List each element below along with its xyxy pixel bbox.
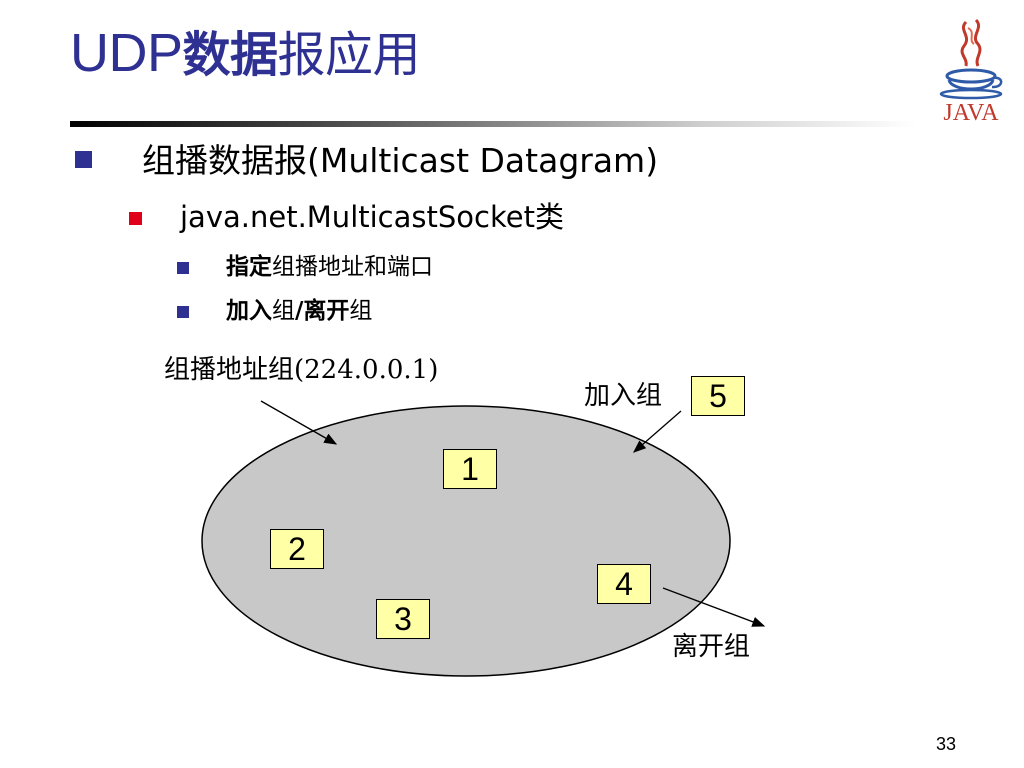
java-logo-text: JAVA	[943, 100, 999, 126]
node-2: 2	[270, 529, 324, 569]
node-5: 5	[691, 376, 745, 416]
node-1: 1	[443, 449, 497, 489]
node-3: 3	[376, 599, 430, 639]
bullet-l3b-slash: /	[295, 298, 304, 324]
bullet-l3b-mid: 组	[272, 298, 295, 324]
bullet-square-icon	[129, 212, 142, 225]
bullet-square-icon	[177, 262, 189, 274]
bullet-l3b-rest: 组	[349, 298, 373, 324]
bullet-square-icon	[177, 306, 189, 318]
bullet-square-icon	[75, 151, 92, 168]
title-latin: UDP	[70, 23, 183, 83]
join-arrow	[633, 410, 682, 453]
bullet-l3b-bold: 加入	[226, 298, 272, 324]
slide-title: UDP数据报应用	[70, 23, 421, 83]
bullet-l3a-bold: 指定	[226, 254, 272, 280]
bullet-l2-cn: 类	[534, 200, 564, 234]
bullet-l2-latin: java.net.MulticastSocket	[180, 200, 535, 234]
leave-group-label: 离开组	[672, 632, 751, 662]
bullet-l3b-bold2: 离开	[303, 298, 350, 324]
bullet-l1-latin: (Multicast Datagram)	[307, 141, 659, 180]
multicast-group-ellipse	[201, 405, 731, 677]
bullet-l1-cn: 组播数据报	[142, 141, 307, 180]
node-4: 4	[597, 564, 651, 604]
leave-arrow	[662, 587, 766, 627]
java-logo-icon: JAVA	[939, 18, 1003, 126]
group-address-label: 组播地址组(224.0.0.1)	[164, 355, 439, 385]
title-divider	[70, 121, 916, 127]
title-bold-cn: 数据	[182, 27, 279, 83]
group-arrow	[260, 400, 338, 445]
title-cn: 报应用	[277, 27, 421, 83]
bullet-l3a-rest: 组播地址和端口	[272, 254, 433, 280]
page-number: 33	[936, 734, 957, 754]
join-group-label: 加入组	[584, 381, 663, 411]
